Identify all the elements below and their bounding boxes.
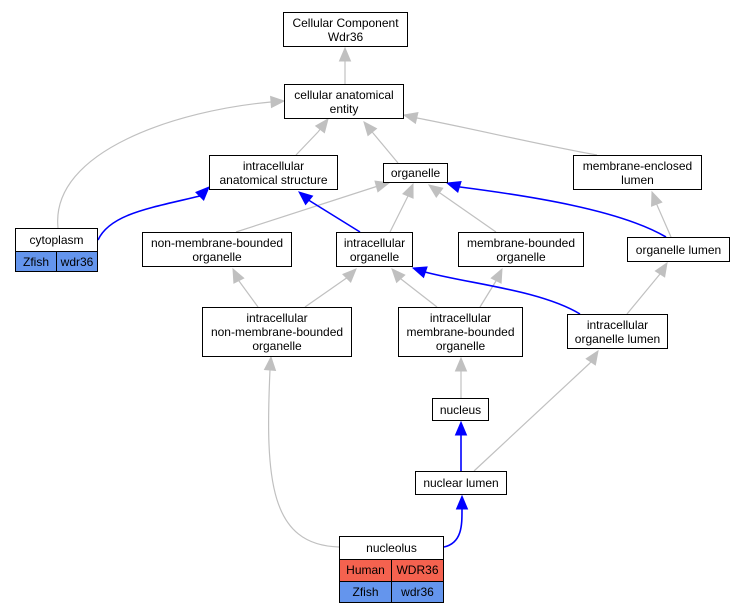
node-title: nucleolus (340, 537, 443, 560)
gene-cell: wdr36 (391, 581, 443, 602)
species-cell: Human (346, 563, 385, 578)
edge-nmbo-to-organelle (235, 185, 379, 233)
node-label: membrane-bounded (466, 235, 576, 250)
node-label: organelle (192, 249, 242, 264)
node-label: intracellular (343, 235, 406, 250)
node-intracellular-organelle[interactable]: intracellular organelle (336, 232, 413, 267)
edge-arrowhead (298, 191, 314, 206)
edge-arrowhead (427, 184, 444, 198)
node-label: membrane-bounded (406, 325, 515, 339)
node-intracellular-anatomical-structure[interactable]: intracellular anatomical structure (209, 155, 338, 190)
edge-arrowhead (402, 182, 414, 199)
gene-row: Zfish wdr36 (16, 252, 97, 271)
edge-arrowhead (455, 494, 469, 510)
edge-cytoplasm-to-cae (57, 101, 272, 229)
edge-connector (371, 131, 374, 134)
edge-arrowhead (402, 111, 419, 125)
node-label: organelle (252, 339, 302, 353)
gene-cell: wdr36 (56, 252, 97, 271)
node-label: membrane-enclosed (582, 158, 693, 173)
node-organelle-lumen[interactable]: organelle lumen (627, 237, 730, 262)
gene-row: Zfish wdr36 (340, 581, 443, 602)
node-organelle[interactable]: organelle (383, 163, 448, 183)
node-membrane-bounded-organelle[interactable]: membrane-bounded organelle (458, 232, 584, 267)
node-nucleus[interactable]: nucleus (432, 398, 489, 421)
edge-arrowhead (363, 121, 378, 137)
node-nuclear-lumen[interactable]: nuclear lumen (415, 471, 507, 495)
edge-arrowhead (454, 356, 468, 372)
edge-arrowhead (342, 268, 357, 283)
node-nucleolus[interactable]: nucleolus Human WDR36 Zfish wdr36 (339, 536, 444, 603)
edge-nucleolus-to-inmbo (267, 369, 340, 548)
edge-arrowhead (585, 349, 599, 366)
edge-nl-to-iol (473, 362, 591, 472)
edge-arrowhead (195, 186, 210, 201)
node-label: organelle (435, 339, 486, 353)
edge-arrowhead (654, 261, 668, 278)
edge-cytoplasm-to-ias (97, 195, 201, 241)
edge-iol-to-io (424, 271, 581, 315)
edge-mbo-to-organelle (439, 192, 497, 233)
edge-connector (346, 276, 349, 279)
edge-io-to-ias (309, 200, 361, 233)
node-label: intracellular (242, 158, 305, 173)
node-label: organelle (349, 249, 400, 264)
species-cell: Zfish (352, 584, 379, 599)
node-label: non-membrane-bounded (210, 325, 344, 339)
node-label: cellular anatomical (294, 87, 394, 102)
node-label: non-membrane-bounded (150, 235, 284, 250)
node-non-membrane-bounded-organelle[interactable]: non-membrane-bounded organelle (142, 232, 292, 267)
edge-connector (308, 199, 311, 202)
node-label: lumen (621, 172, 654, 187)
edge-arrowhead (454, 420, 468, 436)
node-label: entity (329, 101, 359, 116)
node-title: cytoplasm (16, 229, 97, 252)
edge-arrowhead (445, 180, 462, 193)
edge-arrowhead (263, 355, 277, 371)
node-cellular-anatomical-entity[interactable]: cellular anatomical entity (284, 84, 404, 119)
edge-mel-to-cae (416, 117, 598, 156)
edge-arrowhead (411, 266, 428, 279)
edge-inmbo-to-io (304, 276, 349, 308)
edge-iol-to-ol (626, 273, 661, 315)
node-label: Wdr36 (327, 29, 364, 44)
edge-organelle-to-cae (372, 132, 399, 164)
node-intracellular-non-membrane-bounded-organelle[interactable]: intracellular non-membrane-bounded organ… (202, 307, 352, 357)
edge-ias-to-cae (295, 131, 319, 156)
node-label: Cellular Component (292, 15, 399, 30)
edge-connector (317, 128, 321, 133)
edge-arrowhead (651, 190, 663, 207)
node-membrane-enclosed-lumen[interactable]: membrane-enclosed lumen (573, 155, 702, 190)
edge-ol-to-mel (656, 204, 672, 238)
node-label: nucleus (439, 402, 482, 417)
node-label: nuclear lumen (423, 476, 499, 490)
node-label: organelle (390, 166, 441, 180)
node-label: intracellular (246, 311, 308, 325)
gene-row: Human WDR36 (340, 560, 443, 582)
species-cell: Zfish (22, 254, 49, 269)
graph-edges (57, 46, 672, 548)
node-cytoplasm[interactable]: cytoplasm Zfish wdr36 (15, 228, 98, 272)
node-label: anatomical structure (219, 172, 328, 187)
edge-nucleolus-to-nl (443, 509, 463, 548)
edge-arrowhead (270, 95, 286, 109)
edge-imbo-to-mbo (479, 280, 497, 308)
node-label: organelle (496, 249, 546, 264)
gene-cell: WDR36 (391, 560, 443, 581)
edge-io-to-organelle (389, 195, 409, 233)
node-label: intracellular (586, 317, 649, 332)
edge-imbo-to-io (400, 278, 438, 308)
node-intracellular-organelle-lumen[interactable]: intracellular organelle lumen (567, 314, 668, 349)
edge-inmbo-to-nmbo (238, 280, 259, 308)
node-label: organelle lumen (574, 331, 661, 346)
edge-arrowhead (314, 117, 329, 134)
node-label: organelle lumen (635, 242, 722, 257)
edge-arrowhead (338, 46, 352, 62)
node-cellular-component[interactable]: Cellular Component Wdr36 (283, 12, 408, 47)
edge-ol-to-organelle (459, 186, 667, 238)
node-intracellular-membrane-bounded-organelle[interactable]: intracellular membrane-bounded organelle (398, 307, 523, 357)
node-label: intracellular (429, 311, 492, 325)
edge-connector (589, 361, 592, 364)
